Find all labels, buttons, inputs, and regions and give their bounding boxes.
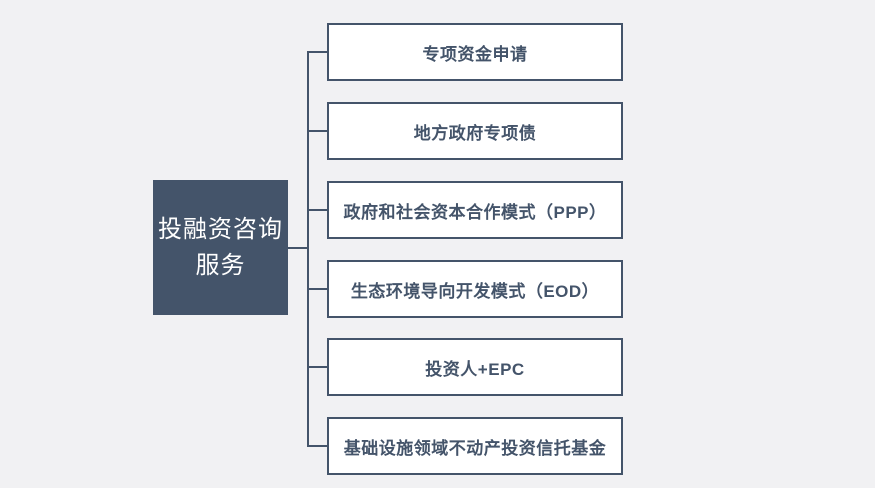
leaf-node-label: 投资人+EPC xyxy=(425,359,525,379)
leaf-node-label: 政府和社会资本合作模式（PPP） xyxy=(343,202,607,222)
leaf-node-label: 生态环境导向开发模式（EOD） xyxy=(350,281,600,301)
leaf-node-label: 地方政府专项债 xyxy=(413,123,537,143)
leaf-node-label: 专项资金申请 xyxy=(422,44,528,64)
leaf-node-eod-model: 生态环境导向开发模式（EOD） xyxy=(327,260,623,318)
leaf-node-ppp-model: 政府和社会资本合作模式（PPP） xyxy=(327,181,623,239)
branch-connector-3 xyxy=(309,209,327,211)
root-node-label-line2: 服务 xyxy=(195,251,246,279)
branch-connector-4 xyxy=(309,288,327,290)
leaf-node-investor-plus-epc: 投资人+EPC xyxy=(327,338,623,396)
branch-connector-5 xyxy=(309,366,327,368)
leaf-node-infrastructure-reits: 基础设施领域不动产投资信托基金 xyxy=(327,417,623,475)
root-node: 投融资咨询 服务 xyxy=(153,180,288,315)
branch-connector-1 xyxy=(309,51,327,53)
root-connector-line xyxy=(288,247,309,249)
leaf-node-local-government-special-bond: 地方政府专项债 xyxy=(327,102,623,160)
root-node-label-line1: 投融资咨询 xyxy=(158,215,283,243)
leaf-node-label: 基础设施领域不动产投资信托基金 xyxy=(343,438,607,458)
leaf-node-special-fund-application: 专项资金申请 xyxy=(327,23,623,81)
branch-connector-2 xyxy=(309,130,327,132)
branch-connector-6 xyxy=(309,445,327,447)
trunk-connector-line xyxy=(307,51,309,447)
